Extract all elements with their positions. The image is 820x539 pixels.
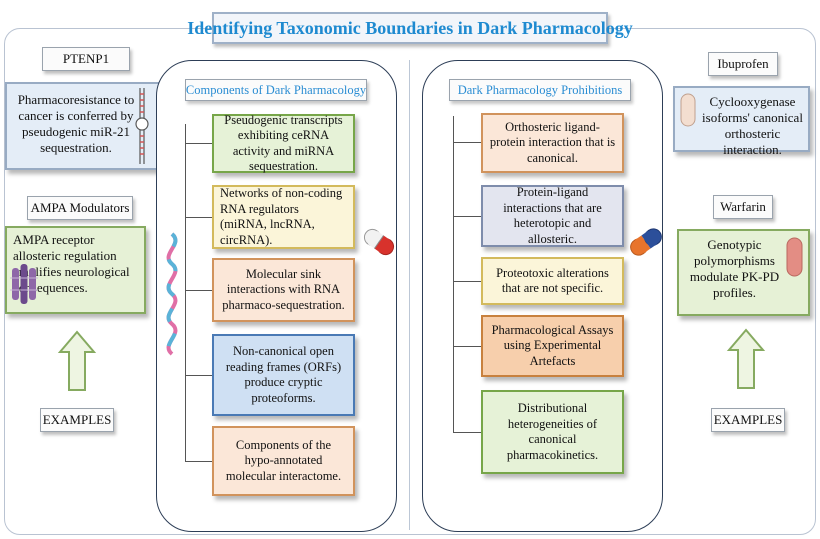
pill-tablet-icon [786, 237, 803, 277]
components-branch [185, 290, 212, 291]
prohibition-item: Distributional heterogeneities of canoni… [481, 390, 624, 474]
right-examples-label: EXAMPLES [711, 408, 785, 432]
prohibitions-tree-line [453, 116, 454, 432]
ptenp1-example-text: Pharmacoresistance to cancer is conferre… [17, 92, 135, 155]
components-branch [185, 143, 212, 144]
ibuprofen-example-box: Cyclooxygenase isoforms' canonical ortho… [673, 86, 810, 157]
rna-hairpin-icon [135, 88, 149, 164]
prohibitions-branch [453, 281, 481, 282]
ampa-example-text: AMPA receptor allosteric regulation ampl… [13, 232, 130, 295]
diagram-title: Identifying Taxonomic Boundaries in Dark… [187, 12, 633, 44]
ampa-modulators-label: AMPA Modulators [27, 196, 133, 220]
prohibitions-branch [453, 142, 481, 143]
components-branch [185, 375, 212, 376]
up-arrow-icon [726, 328, 766, 389]
component-item: Pseudogenic transcripts exhibiting ceRNA… [212, 113, 355, 173]
components-tree-line [185, 124, 186, 461]
prohibitions-branch [453, 346, 481, 347]
pill-tablet-icon [680, 93, 696, 127]
components-branch [185, 461, 212, 462]
prohibitions-panel-header: Dark Pharmacology Prohibitions [449, 79, 631, 101]
components-panel-header: Components of Dark Pharmacology [185, 79, 367, 101]
pill-capsule-icon [630, 228, 662, 256]
ptenp1-example-box: Pharmacoresistance to cancer is conferre… [5, 82, 165, 170]
prohibition-item: Proteotoxic alterations that are not spe… [481, 257, 624, 305]
left-examples-label: EXAMPLES [40, 408, 114, 432]
prohibition-item: Pharmacological Assays using Experimenta… [481, 315, 624, 377]
ibuprofen-label: Ibuprofen [708, 52, 778, 76]
ptenp1-label: PTENP1 [42, 47, 130, 71]
up-arrow-icon [57, 330, 97, 391]
pill-capsule-icon [363, 228, 395, 256]
receptor-protein-icon [10, 264, 38, 304]
center-divider [409, 60, 410, 530]
warfarin-label: Warfarin [713, 195, 773, 219]
ibuprofen-example-text: Cyclooxygenase isoforms' canonical ortho… [702, 94, 803, 157]
prohibitions-branch [453, 216, 481, 217]
prohibition-item: Orthosteric ligand-protein interaction t… [481, 113, 624, 173]
rna-strand-icon [166, 232, 178, 356]
ampa-example-box: AMPA receptor allosteric regulation ampl… [5, 226, 146, 314]
components-branch [185, 217, 212, 218]
component-item: Molecular sink interactions with RNA pha… [212, 258, 355, 322]
prohibition-item: Protein-ligand interactions that are het… [481, 185, 624, 247]
component-item: Networks of non-coding RNA regulators (m… [212, 185, 355, 249]
component-item: Components of the hypo-annotated molecul… [212, 426, 355, 496]
warfarin-example-text: Genotypic polymorphisms modulate PK-PD p… [689, 237, 780, 300]
component-item: Non-canonical open reading frames (ORFs)… [212, 334, 355, 416]
prohibitions-branch [453, 432, 481, 433]
